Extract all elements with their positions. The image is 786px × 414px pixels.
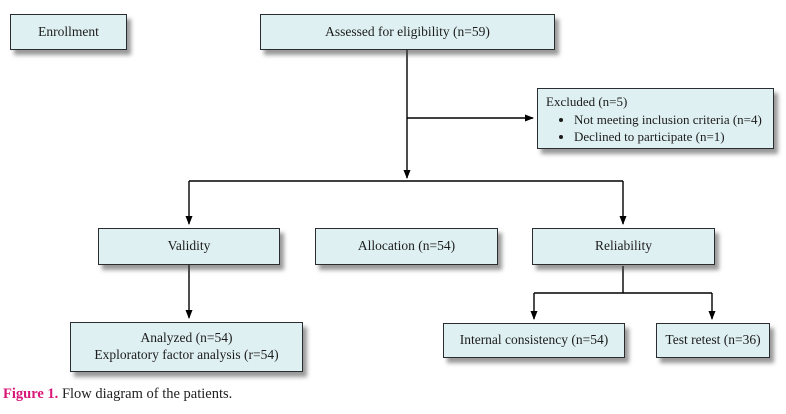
excluded-bullet-item: Not meeting inclusion criteria (n=4) — [574, 112, 765, 128]
enrollment-box: Enrollment — [10, 14, 127, 50]
validity-box: Validity — [98, 228, 280, 265]
internal-consistency-box: Internal consistency (n=54) — [443, 323, 625, 358]
analyzed-box: Analyzed (n=54) Exploratory factor analy… — [70, 322, 303, 372]
excluded-title: Excluded (n=5) — [546, 94, 628, 109]
excluded-bullet-item: Declined to participate (n=1) — [574, 129, 765, 145]
assessed-label: Assessed for eligibility (n=59) — [325, 23, 490, 39]
internal-consistency-label: Internal consistency (n=54) — [459, 332, 609, 348]
allocation-box: Allocation (n=54) — [315, 228, 498, 265]
analyzed-line1: Analyzed (n=54) — [140, 330, 233, 346]
validity-label: Validity — [167, 238, 211, 254]
assessed-for-eligibility-box: Assessed for eligibility (n=59) — [260, 14, 555, 50]
test-retest-box: Test retest (n=36) — [656, 323, 770, 358]
figure-caption-label: Figure 1. — [3, 386, 59, 402]
reliability-box: Reliability — [532, 228, 715, 265]
reliability-label: Reliability — [595, 238, 652, 254]
test-retest-label: Test retest (n=36) — [665, 332, 761, 348]
figure-caption: Figure 1. Flow diagram of the patients. — [3, 386, 232, 403]
allocation-label: Allocation (n=54) — [357, 238, 456, 254]
figure-caption-text: Flow diagram of the patients. — [61, 386, 233, 402]
enrollment-label: Enrollment — [38, 23, 99, 39]
analyzed-line2: Exploratory factor analysis (r=54) — [94, 347, 279, 362]
excluded-bullet-list: Not meeting inclusion criteria (n=4) Dec… — [546, 112, 765, 145]
excluded-box: Excluded (n=5) Not meeting inclusion cri… — [537, 88, 774, 149]
